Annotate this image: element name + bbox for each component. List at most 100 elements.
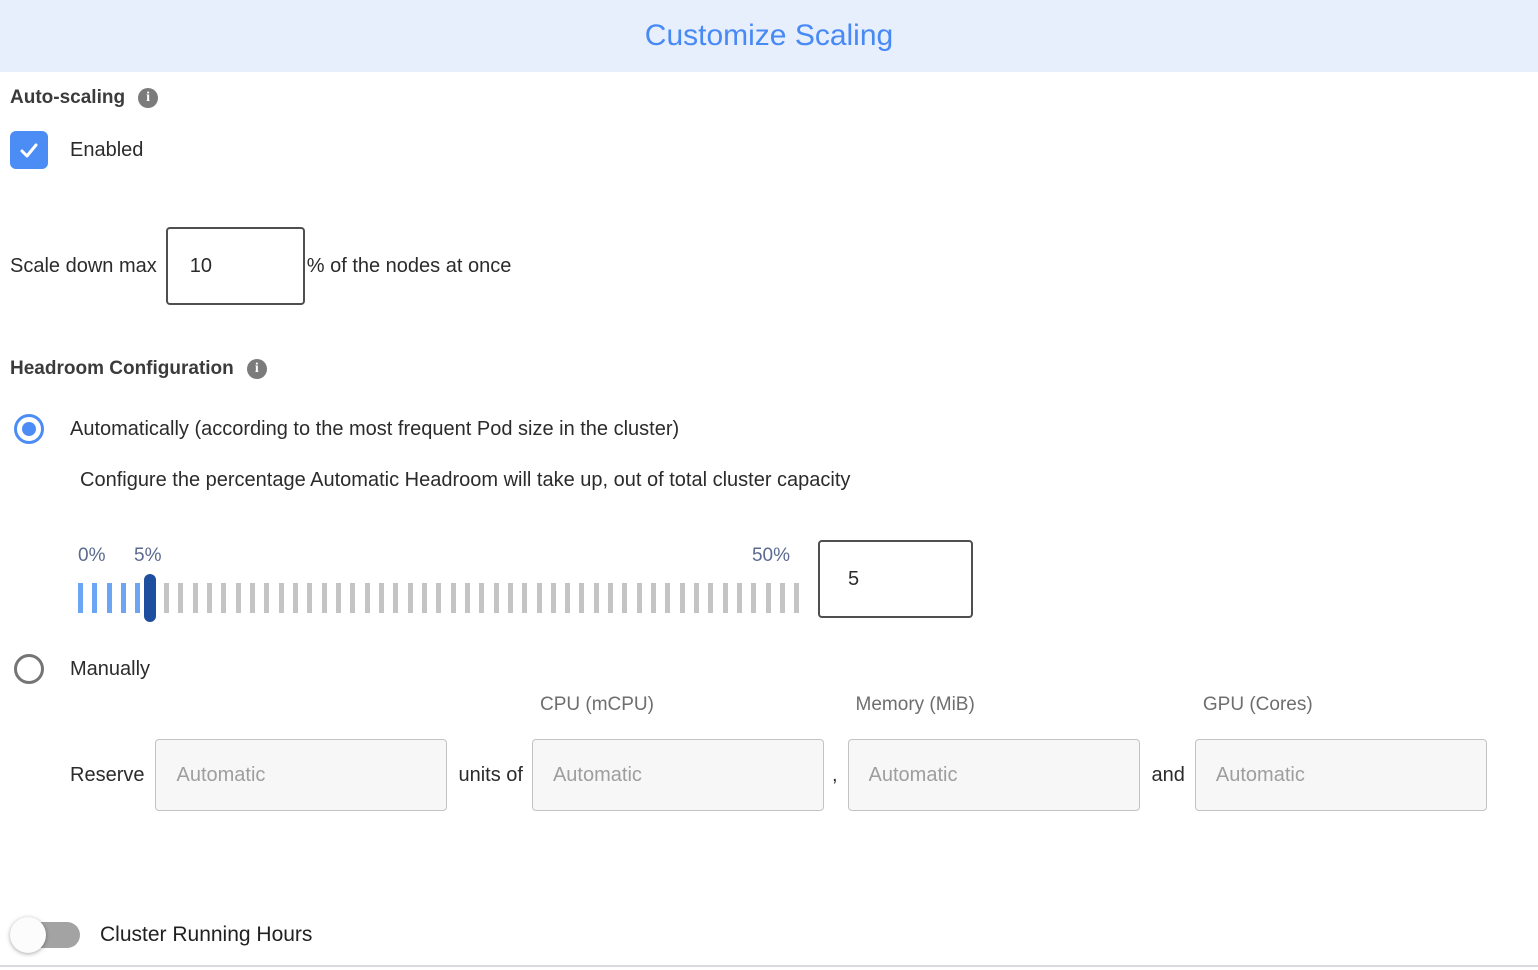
slider-tick[interactable]: [565, 583, 571, 613]
slider-tick[interactable]: [350, 583, 356, 613]
manual-reserve-row: Reserve units of CPU (mCPU) , Memory (Mi…: [70, 694, 1528, 811]
panel-body: Auto-scaling i Enabled Scale down max % …: [0, 72, 1538, 953]
checkmark-icon: [20, 143, 38, 158]
slider-tick[interactable]: [249, 583, 255, 613]
slider-tick[interactable]: [751, 583, 757, 613]
slider-tick[interactable]: [464, 583, 470, 613]
column-header-memory: Memory (MiB): [855, 694, 975, 715]
headroom-section-label: Headroom Configuration i: [10, 357, 1528, 381]
slider-tick[interactable]: [694, 583, 700, 613]
reserve-units-group: [155, 694, 448, 811]
cluster-running-hours-label: Cluster Running Hours: [100, 923, 313, 946]
slider-tick[interactable]: [178, 583, 184, 613]
slider-tick[interactable]: [579, 583, 585, 613]
cpu-input[interactable]: [531, 739, 824, 811]
column-header-cpu: CPU (mCPU): [539, 694, 654, 715]
auto-scaling-label: Auto-scaling: [10, 87, 126, 108]
reserve-label: Reserve: [70, 764, 145, 786]
slider-ticks[interactable]: [78, 583, 800, 613]
column-header-gpu: GPU (Cores): [1202, 694, 1313, 715]
gpu-input[interactable]: [1194, 739, 1487, 811]
scale-down-max-input[interactable]: [165, 227, 305, 305]
auto-scaling-enabled-row: Enabled: [10, 131, 1528, 169]
slider-tick[interactable]: [636, 583, 642, 613]
slider-tick[interactable]: [608, 583, 614, 613]
slider-tick[interactable]: [221, 583, 227, 613]
slider-tick[interactable]: [78, 583, 83, 613]
slider-tick[interactable]: [665, 583, 671, 613]
reserve-units-input[interactable]: [155, 739, 448, 811]
slider-tick[interactable]: [550, 583, 556, 613]
slider-track: [78, 574, 800, 622]
slider-tick[interactable]: [163, 583, 169, 613]
headroom-description: Configure the percentage Automatic Headr…: [80, 469, 851, 491]
slider-tick[interactable]: [278, 583, 284, 613]
slider-tick[interactable]: [708, 583, 714, 613]
slider-tick[interactable]: [493, 583, 499, 613]
info-icon[interactable]: i: [246, 359, 267, 379]
slider-min-label: 0%: [78, 545, 106, 566]
slider-tick[interactable]: [378, 583, 384, 613]
slider-tick[interactable]: [407, 583, 413, 613]
and-separator: and: [1151, 764, 1185, 786]
slider-tick[interactable]: [92, 583, 98, 613]
manual-option-row: Manually: [10, 654, 1528, 684]
slider-handle[interactable]: [144, 574, 157, 622]
slider-tick[interactable]: [206, 583, 212, 613]
auto-scaling-section-label: Auto-scaling i: [10, 86, 1528, 110]
slider-tick[interactable]: [321, 583, 327, 613]
slider-tick[interactable]: [737, 583, 743, 613]
radio-manual[interactable]: [14, 654, 44, 684]
slider-tick[interactable]: [292, 583, 298, 613]
slider-tick[interactable]: [536, 583, 542, 613]
slider-tick[interactable]: [307, 583, 313, 613]
slider-tick[interactable]: [450, 583, 456, 613]
slider-tick[interactable]: [235, 583, 241, 613]
column-header-empty: [163, 694, 447, 716]
slider-tick[interactable]: [135, 583, 141, 613]
panel-header: Customize Scaling: [0, 0, 1538, 72]
slider-tick[interactable]: [765, 583, 771, 613]
slider-tick[interactable]: [622, 583, 628, 613]
enabled-label: Enabled: [70, 138, 144, 161]
info-icon[interactable]: i: [138, 88, 159, 108]
headroom-slider-row: 0% 5% 50%: [78, 540, 1528, 622]
radio-automatic[interactable]: [14, 414, 44, 444]
autoscaling-checkbox[interactable]: [10, 131, 48, 169]
slider-tick[interactable]: [364, 583, 370, 613]
headroom-slider: 0% 5% 50%: [78, 545, 800, 622]
slider-tick[interactable]: [522, 583, 528, 613]
slider-tick[interactable]: [679, 583, 685, 613]
slider-tick[interactable]: [421, 583, 427, 613]
memory-input[interactable]: [847, 739, 1140, 811]
page-title: Customize Scaling: [644, 19, 894, 52]
slider-tick[interactable]: [794, 583, 800, 613]
slider-tick[interactable]: [651, 583, 657, 613]
slider-tick[interactable]: [192, 583, 198, 613]
memory-group: Memory (MiB): [847, 694, 1140, 811]
slider-tick[interactable]: [106, 583, 112, 613]
slider-tick[interactable]: [593, 583, 599, 613]
slider-tick[interactable]: [335, 583, 341, 613]
slider-tick[interactable]: [120, 583, 126, 613]
cpu-group: CPU (mCPU): [531, 694, 824, 811]
scale-down-row: Scale down max % of the nodes at once: [10, 227, 1528, 305]
slider-tick[interactable]: [264, 583, 270, 613]
slider-tick[interactable]: [780, 583, 786, 613]
slider-tick[interactable]: [393, 583, 399, 613]
comma-separator: ,: [831, 764, 838, 786]
slider-current-label: 5%: [134, 545, 162, 566]
automatic-option-row: Automatically (according to the most fre…: [10, 414, 1528, 444]
slider-tick[interactable]: [722, 583, 728, 613]
cluster-hours-toggle[interactable]: [10, 917, 82, 953]
radio-dot: [22, 422, 36, 436]
cluster-running-hours-row: Cluster Running Hours: [10, 917, 1528, 953]
slider-tick[interactable]: [479, 583, 485, 613]
slider-tick[interactable]: [436, 583, 442, 613]
scale-down-suffix: % of the nodes at once: [306, 254, 512, 277]
scale-down-prefix: Scale down max: [10, 254, 157, 277]
slider-max-label: 50%: [751, 545, 790, 566]
headroom-percentage-input[interactable]: [818, 540, 973, 618]
slider-tick[interactable]: [507, 583, 513, 613]
